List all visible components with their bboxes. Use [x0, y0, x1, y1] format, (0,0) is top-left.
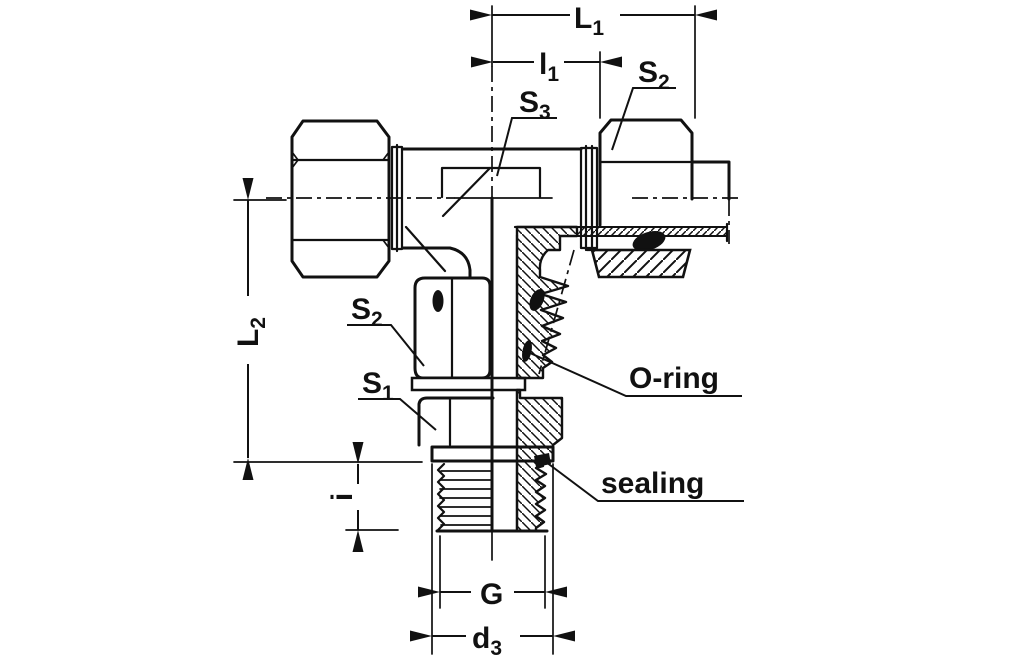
- bottom-thread-side-view: [436, 462, 492, 532]
- tube-wall-edges: [513, 222, 729, 243]
- dimension-d3: d3: [410, 463, 575, 660]
- label-d3: d3: [472, 622, 502, 660]
- label-S2-top: S2: [638, 56, 670, 94]
- callout-S2-side: S2: [347, 293, 425, 367]
- label-i: i: [326, 493, 359, 501]
- label-G: G: [480, 578, 503, 611]
- callout-S3: S3: [496, 86, 557, 177]
- tube-stub: [690, 160, 731, 201]
- dimension-i: i: [326, 442, 399, 552]
- dimension-L2: L2: [232, 178, 423, 480]
- nut-hole-mark: [432, 290, 444, 312]
- label-S1: S1: [362, 367, 394, 405]
- arm-bore-lines: [440, 166, 542, 199]
- right-swivel-nut: [598, 118, 694, 227]
- body-section: [515, 225, 579, 533]
- dimension-G: G: [418, 535, 567, 611]
- left-swivel-nut: [290, 119, 391, 279]
- body-hex-s1: [417, 396, 495, 447]
- right-arm-assembly: [513, 118, 731, 279]
- label-L1: L1: [574, 2, 604, 40]
- callouts: S3 S2 S2 S1 O-ring sealing: [347, 56, 744, 502]
- label-sealing: sealing: [601, 467, 704, 500]
- callout-S2-top: S2: [611, 56, 676, 151]
- nut-section: [590, 248, 692, 279]
- dimensions: L1 l1 L2 i G: [232, 2, 717, 660]
- arm-bottom-edge: [401, 246, 472, 280]
- label-o-ring: O-ring: [629, 362, 719, 395]
- junction-chamfer-lines: [404, 166, 492, 273]
- washer: [410, 376, 527, 392]
- callout-S1: S1: [358, 367, 437, 431]
- callout-o-ring: O-ring: [529, 352, 742, 397]
- dimension-l1: l1: [471, 48, 622, 119]
- center-lines: [266, 66, 742, 561]
- dimension-L1: L1: [470, 2, 717, 119]
- branch-swivel-nut-s2: [413, 276, 492, 380]
- o-ring-upper: [529, 289, 545, 311]
- tube-seal: [632, 230, 666, 252]
- label-L2: L2: [232, 317, 270, 347]
- o-ring-lower: [522, 340, 532, 362]
- label-l1: l1: [539, 48, 559, 86]
- thread-pitch-line: [538, 249, 575, 375]
- branch-thread-section: [515, 225, 579, 380]
- label-S3: S3: [519, 86, 551, 124]
- label-S2-side: S2: [351, 293, 383, 331]
- callout-sealing: sealing: [545, 461, 744, 502]
- fitting-body: [290, 119, 599, 533]
- right-collar: [579, 144, 599, 252]
